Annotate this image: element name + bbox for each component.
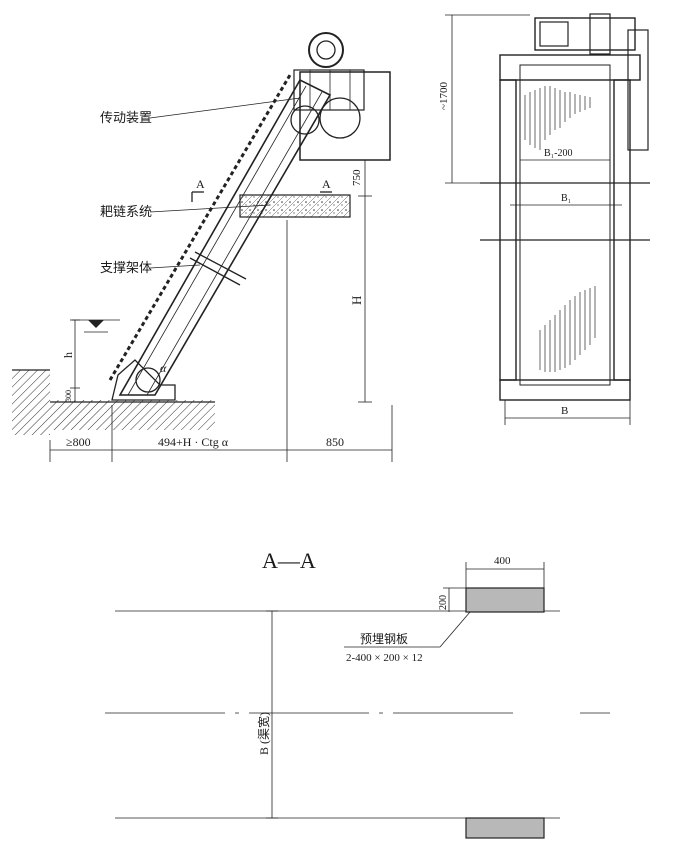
svg-text:B₁-200: B₁-200 bbox=[544, 148, 573, 159]
dim-vertical-left: h 300 bbox=[61, 319, 80, 403]
dim-750: 750 bbox=[351, 169, 363, 186]
svg-text:B₁: B₁ bbox=[561, 193, 571, 204]
label-rake-chain-system: 耙链系统 bbox=[100, 204, 152, 219]
dim-b1: B₁ bbox=[510, 193, 622, 206]
water-level-symbol bbox=[72, 319, 120, 333]
dim-front-height: ~1700 bbox=[438, 14, 530, 184]
section-marker-left: A bbox=[191, 177, 205, 202]
callout-spec: 2-400 × 200 × 12 bbox=[346, 652, 423, 664]
ground-hatch-left bbox=[12, 369, 50, 435]
dim-left-min: ≥800 bbox=[66, 435, 91, 449]
label-support-frame: 支撑架体 bbox=[100, 260, 152, 275]
rake-chain bbox=[108, 74, 292, 381]
top-deck bbox=[239, 194, 351, 218]
side-view: 传动装置 耙链系统 支撑架体 A A α 750 H bbox=[12, 32, 393, 462]
dim-plate-height: 200 bbox=[438, 587, 466, 612]
svg-text:B (渠宽): B (渠宽) bbox=[256, 712, 271, 755]
label-drive-device: 传动装置 bbox=[100, 110, 152, 125]
svg-text:400: 400 bbox=[494, 555, 511, 567]
section-marker-right: A bbox=[320, 177, 332, 193]
dim-b-front: B bbox=[504, 400, 631, 425]
dim-horizontal-bottom: ≥800 494+H · Ctg α 850 bbox=[49, 220, 393, 462]
dim-300: 300 bbox=[64, 390, 73, 402]
dim-850: 850 bbox=[326, 435, 344, 449]
motor bbox=[534, 13, 649, 151]
svg-text:A: A bbox=[322, 177, 331, 191]
svg-text:B: B bbox=[561, 405, 568, 417]
angle-alpha: α bbox=[160, 361, 167, 375]
section-view: A—A 400 200 预埋钢板 2-400 × 200 × 12 bbox=[105, 548, 610, 839]
dim-middle: 494+H · Ctg α bbox=[158, 435, 229, 449]
dim-h: h bbox=[61, 352, 75, 358]
svg-text:200: 200 bbox=[438, 595, 449, 610]
callout-name: 预埋钢板 bbox=[360, 632, 408, 646]
dim-vertical-right: 750 H bbox=[349, 159, 372, 403]
dim-b1-minus-200: B₁-200 bbox=[520, 148, 610, 161]
section-title: A—A bbox=[262, 548, 316, 573]
dim-H: H bbox=[349, 296, 364, 305]
rake-tines-upper bbox=[524, 86, 591, 150]
front-view: ~1700 B₁-200 B₁ B bbox=[438, 13, 650, 425]
dim-plate-width: 400 bbox=[465, 555, 545, 588]
embedded-plate-bottom bbox=[465, 817, 545, 839]
embedded-plate-top bbox=[465, 587, 545, 613]
rake-tines-lower bbox=[539, 286, 596, 372]
dim-1700: ~1700 bbox=[438, 82, 450, 110]
channel-floor bbox=[50, 400, 215, 430]
dim-channel-width: B (渠宽) bbox=[256, 610, 278, 819]
drive-housing bbox=[290, 32, 391, 161]
svg-text:A: A bbox=[196, 177, 205, 191]
plate-callout: 预埋钢板 2-400 × 200 × 12 bbox=[344, 611, 471, 664]
